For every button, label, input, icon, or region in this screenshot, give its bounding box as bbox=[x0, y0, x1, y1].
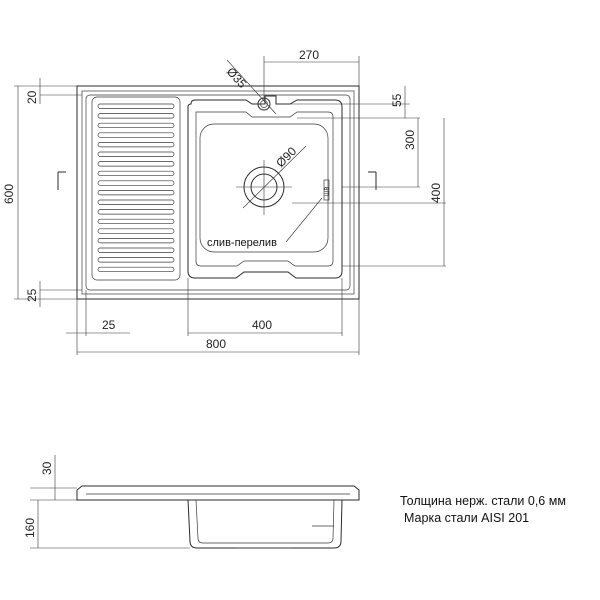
dim-bottom-group: 25 400 800 bbox=[66, 278, 360, 355]
dim-300-label: 300 bbox=[403, 130, 417, 150]
drainboard-rib bbox=[97, 257, 175, 263]
dim-25-left-label: 25 bbox=[25, 288, 39, 302]
drainboard-rib bbox=[97, 170, 175, 177]
section-mark-left bbox=[57, 171, 66, 190]
drainboard-rib bbox=[97, 247, 175, 253]
dim-55-label: 55 bbox=[390, 93, 404, 107]
drainboard-rib bbox=[97, 228, 175, 234]
dim-160-label: 160 bbox=[23, 518, 37, 538]
dim-270: 270 bbox=[263, 48, 360, 100]
dim-270-label: 270 bbox=[299, 48, 319, 62]
sink-rim-line bbox=[85, 94, 351, 291]
drainboard-rib bbox=[97, 132, 175, 138]
note-steel-grade: Марка стали AISI 201 bbox=[404, 511, 529, 525]
drainboard-outline bbox=[91, 96, 181, 281]
drain-overflow-leader bbox=[285, 197, 323, 243]
drainboard-rib bbox=[97, 151, 175, 157]
drainboard-rib bbox=[97, 122, 175, 129]
top-view: Ø90 Ø35 слив-перелив ШВ 270 bbox=[2, 48, 446, 355]
drainboard-rib bbox=[97, 238, 175, 244]
drainboard-rib bbox=[97, 209, 175, 215]
drainboard-rib bbox=[97, 180, 175, 186]
sink-outline-outer bbox=[76, 85, 360, 300]
dim-25-bottom-label: 25 bbox=[102, 318, 116, 332]
drainboard-rib bbox=[97, 199, 175, 205]
dim-20-label: 20 bbox=[25, 90, 39, 104]
side-view: 30 160 bbox=[23, 455, 360, 549]
diameter35-label: Ø35 bbox=[224, 65, 250, 91]
side-bowl-inner bbox=[195, 499, 335, 544]
diameter90-label: Ø90 bbox=[273, 144, 299, 170]
dim-600-label: 600 bbox=[2, 184, 16, 204]
diameter35-leader bbox=[226, 59, 277, 115]
dim-right-group: 55 300 400 bbox=[276, 86, 446, 267]
drainboard-ribs bbox=[97, 103, 175, 273]
dim-800-label: 800 bbox=[206, 337, 226, 351]
drainboard-rib bbox=[97, 266, 175, 273]
diameter90-leader bbox=[242, 145, 307, 209]
drainboard-rib bbox=[97, 142, 175, 148]
bowl-basin bbox=[199, 123, 329, 253]
sink-outline-inner bbox=[81, 90, 355, 295]
drainboard-rib bbox=[97, 190, 175, 196]
drainboard-rib bbox=[97, 113, 175, 119]
marking-text: ШВ bbox=[325, 186, 331, 196]
dim-30-label: 30 bbox=[40, 461, 54, 475]
drainboard-rib bbox=[97, 103, 175, 109]
drainboard-rib bbox=[97, 161, 175, 167]
dim-400-right-label: 400 bbox=[429, 183, 443, 203]
side-bowl bbox=[187, 499, 343, 549]
dim-400-bottom-label: 400 bbox=[252, 318, 272, 332]
side-rim bbox=[76, 485, 360, 501]
dim-left-group: 600 20 25 bbox=[2, 78, 82, 307]
drainboard-rib bbox=[97, 218, 175, 225]
bowl-inner-contour bbox=[195, 111, 334, 267]
bowl-outer-contour bbox=[187, 95, 343, 279]
drain-overflow-label: слив-перелив bbox=[207, 237, 277, 249]
marking-strip bbox=[323, 179, 330, 201]
note-thickness: Толщина нерж. стали 0,6 мм bbox=[400, 494, 566, 508]
